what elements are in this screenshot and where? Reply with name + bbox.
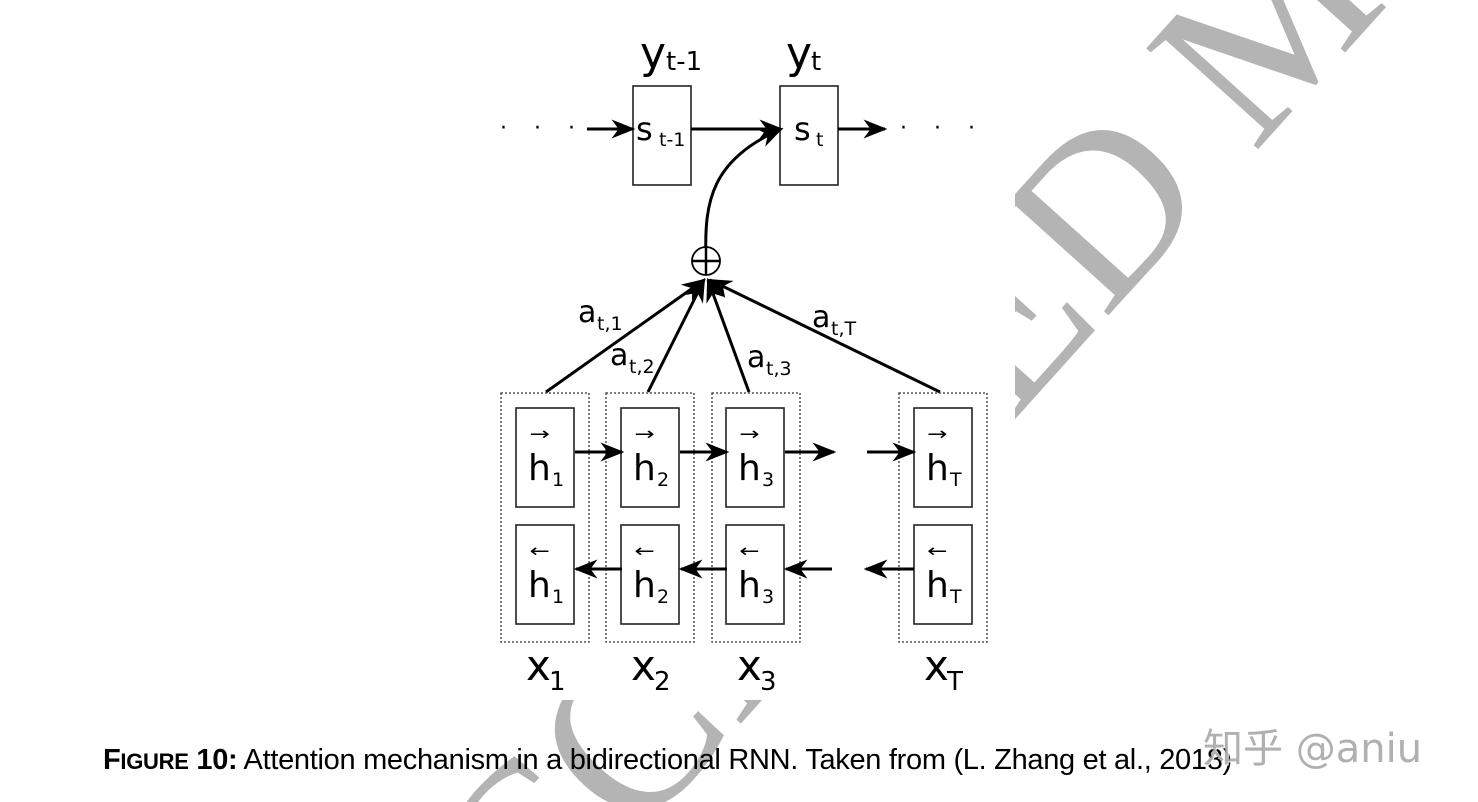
forward-state-box <box>913 407 973 508</box>
input-base: x <box>924 641 949 690</box>
site-watermark: 知乎 @aniu <box>1203 726 1423 772</box>
svg-text:t: t <box>811 47 821 77</box>
forward-state-subscript: 1 <box>552 469 564 491</box>
attention-edge-T <box>707 278 941 394</box>
ellipsis-left: · · · <box>500 116 585 141</box>
figure-label: FIGURE 10: <box>103 744 238 776</box>
attention-edge-2 <box>646 277 706 393</box>
forward-state-box <box>620 407 680 508</box>
input-subscript: 1 <box>549 667 566 697</box>
figure-caption: FIGURE 10: Attention mechanism in a bidi… <box>103 744 1232 777</box>
svg-text:a: a <box>747 340 765 375</box>
input-label-x-T: xT <box>924 641 963 697</box>
backward-state-box <box>515 524 575 625</box>
forward-direction-arrow-icon: → <box>739 424 759 445</box>
timestep-group-outline <box>605 392 695 643</box>
forward-state-subscript: T <box>949 469 962 491</box>
ellipsis-right: · · · <box>900 116 985 141</box>
forward-direction-arrow-icon: → <box>529 424 549 445</box>
svg-text:t,T: t,T <box>831 318 856 340</box>
context-vector-arrow <box>704 127 784 259</box>
input-label-x-2: x2 <box>631 641 671 697</box>
svg-text:t,2: t,2 <box>629 356 655 378</box>
forward-direction-arrow-icon: → <box>927 424 947 445</box>
backward-state-base: h <box>528 565 551 606</box>
svg-text:a: a <box>812 300 830 335</box>
attention-weight-a-t-2: a t,2 <box>610 338 655 378</box>
decoder-state-label-s-t-1: s t-1 <box>636 110 685 151</box>
attention-edge-1 <box>545 278 706 394</box>
output-label-y-t-1: y t-1 <box>640 28 702 79</box>
forward-state-box <box>515 407 575 508</box>
forward-state-base: h <box>633 448 656 489</box>
backward-direction-arrow-icon: ← <box>927 541 947 562</box>
attention-edge-3 <box>706 277 751 393</box>
backward-state-subscript: 3 <box>762 586 774 608</box>
forward-direction-arrow-icon: → <box>634 424 654 445</box>
input-subscript: 3 <box>760 667 777 697</box>
svg-text:y: y <box>640 28 666 79</box>
timestep-group-outline <box>898 392 988 643</box>
attention-weight-a-t-T: a t,T <box>812 300 856 340</box>
svg-text:t,3: t,3 <box>766 358 792 380</box>
forward-state-subscript: 2 <box>657 469 669 491</box>
input-label-x-3: x3 <box>737 641 777 697</box>
forward-state-base: h <box>528 448 551 489</box>
input-subscript: 2 <box>654 667 671 697</box>
backward-direction-arrow-icon: ← <box>634 541 654 562</box>
svg-text:t-1: t-1 <box>659 129 685 151</box>
forward-state-subscript: 3 <box>762 469 774 491</box>
backward-state-box <box>913 524 973 625</box>
decoder-state-box-s-t-1 <box>632 85 692 186</box>
backward-state-subscript: 1 <box>552 586 564 608</box>
forward-state-base: h <box>926 448 949 489</box>
input-base: x <box>737 641 762 690</box>
output-label-y-t: y t <box>786 28 821 79</box>
backward-state-subscript: T <box>949 586 962 608</box>
attention-weight-a-t-3: a t,3 <box>747 340 792 380</box>
svg-text:s: s <box>794 110 811 148</box>
backward-direction-arrow-icon: ← <box>739 541 759 562</box>
backward-direction-arrow-icon: ← <box>529 541 549 562</box>
backward-state-box <box>620 524 680 625</box>
backward-state-base: h <box>926 565 949 606</box>
input-base: x <box>631 641 656 690</box>
timestep-group-outline <box>500 392 590 643</box>
attention-weight-a-t-1: a t,1 <box>578 295 623 335</box>
backward-state-subscript: 2 <box>657 586 669 608</box>
svg-text:y: y <box>786 28 812 79</box>
input-base: x <box>526 641 551 690</box>
svg-text:a: a <box>578 295 596 330</box>
svg-text:t-1: t-1 <box>666 47 702 77</box>
forward-state-base: h <box>738 448 761 489</box>
sum-node <box>691 246 721 276</box>
backward-state-base: h <box>633 565 656 606</box>
input-subscript: T <box>946 667 963 697</box>
svg-text:a: a <box>610 338 628 373</box>
backward-state-base: h <box>738 565 761 606</box>
input-label-x-1: x1 <box>526 641 566 697</box>
svg-text:t,1: t,1 <box>597 313 623 335</box>
timestep-group-outline <box>711 392 801 643</box>
svg-text:s: s <box>636 110 653 148</box>
decoder-state-label-s-t: s t <box>794 110 823 151</box>
caption-text: Attention mechanism in a bidirectional R… <box>237 744 1233 776</box>
svg-text:t: t <box>816 129 823 151</box>
